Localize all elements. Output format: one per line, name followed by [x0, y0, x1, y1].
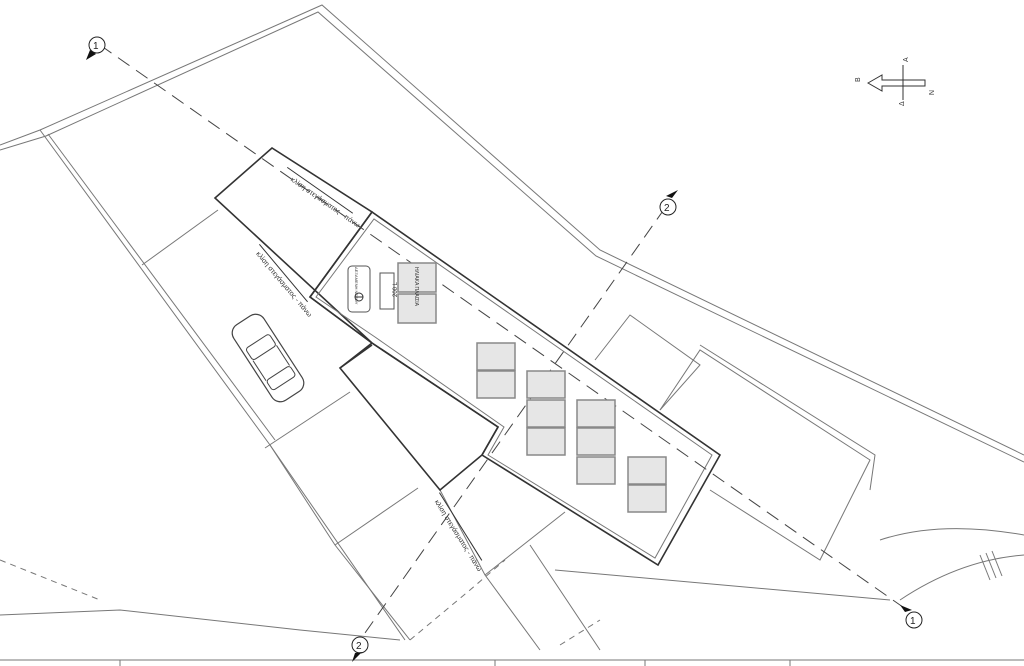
- svg-text:B: B: [855, 77, 862, 82]
- car-icon: [231, 313, 305, 403]
- svg-text:2: 2: [664, 203, 670, 214]
- svg-text:1: 1: [93, 41, 99, 52]
- boiler: 200 L: [379, 272, 399, 310]
- svg-text:Δ: Δ: [899, 101, 906, 106]
- svg-text:2: 2: [356, 641, 362, 652]
- section-line-1: [99, 44, 911, 613]
- svg-text:κλίση στεγάσματος - πάνω: κλίση στεγάσματος - πάνω: [289, 176, 362, 230]
- svg-text:ΗΛΙΑΚΑ ΠΛΑΙΣΙΑ: ΗΛΙΑΚΑ ΠΛΑΙΣΙΑ: [413, 267, 419, 307]
- section-marker-1-bottom: 1: [900, 605, 923, 629]
- north-arrow-icon: N A B Δ: [855, 57, 934, 106]
- svg-text:N: N: [927, 90, 934, 95]
- slope-label: κλίση στεγάσματος - πάνω: [433, 492, 484, 573]
- section-line-2: [359, 207, 666, 641]
- building-roof: [308, 210, 722, 567]
- svg-text:κλίση στεγάσματος - πάνω: κλίση στεγάσματος - πάνω: [433, 498, 484, 573]
- section-marker-2-bottom: 2: [351, 636, 369, 662]
- solar-panels: ΗΛΙΑΚΑ ΠΛΑΙΣΙΑ: [397, 262, 667, 513]
- svg-text:1: 1: [910, 616, 916, 627]
- svg-text:200 L: 200 L: [393, 281, 399, 297]
- svg-text:A: A: [903, 57, 910, 62]
- svg-text:ΔΕΞΑΜΕΝΗ ΝΕΡΟΥ: ΔΕΞΑΜΕΝΗ ΝΕΡΟΥ: [354, 267, 359, 305]
- section-marker-1-top: 1: [86, 36, 106, 60]
- section-marker-2-top: 2: [659, 190, 678, 216]
- site-boundaries: [0, 4, 1024, 666]
- svg-text:κλίση στεγάσματος - πάνω: κλίση στεγάσματος - πάνω: [254, 250, 314, 319]
- water-tank: ΔΕΞΑΜΕΝΗ ΝΕΡΟΥ: [347, 265, 371, 313]
